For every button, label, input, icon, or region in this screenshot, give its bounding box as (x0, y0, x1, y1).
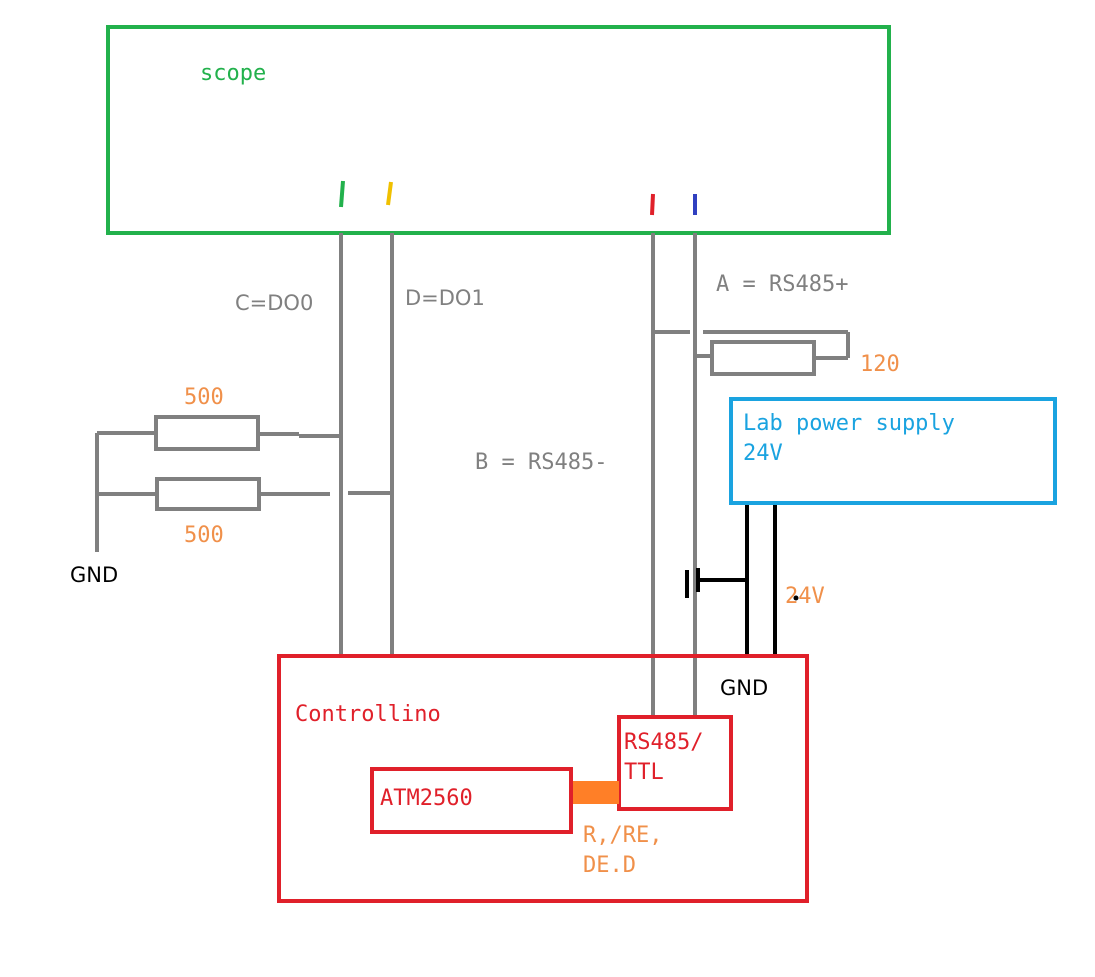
probe-yellow-mark (386, 181, 393, 206)
bus-label-line2: DE.D (583, 853, 636, 878)
termination-network (653, 330, 850, 376)
resistor-r1 (154, 415, 260, 451)
atm2560-label: ATM2560 (380, 786, 473, 811)
probe-red-mark (650, 193, 655, 216)
atm2560-box (370, 767, 573, 834)
rs485-ttl-label-line1: RS485/ (624, 730, 703, 755)
controllino-label: Controllino (295, 702, 441, 727)
resistor-termination-value: 120 (860, 352, 900, 377)
lab-power-supply-box (729, 397, 1057, 505)
wire-c-label: C=DO0 (235, 291, 313, 315)
psu-24v-label: 24V (785, 584, 825, 609)
rs485-ttl-box (617, 715, 733, 811)
psu-label-line1: Lab power supply (743, 411, 955, 436)
wire-b-label: B = RS485- (475, 450, 607, 475)
scope-box (106, 25, 891, 235)
wire-d-label: D=DO1 (405, 286, 485, 310)
rs485-ttl-label-line2: TTL (624, 760, 664, 785)
controllino-box (277, 654, 809, 903)
gnd-left-label: GND (70, 563, 118, 587)
wire-a-label: A = RS485+ (716, 272, 848, 297)
scope-label: scope (200, 61, 266, 86)
resistor-r2 (155, 477, 261, 511)
resistor-r1-value: 500 (184, 385, 224, 410)
pulldown-network (95, 415, 392, 552)
resistor-r2-value: 500 (184, 523, 224, 548)
psu-gnd-label: GND (720, 676, 768, 700)
probe-green-mark (339, 180, 345, 208)
signal-wires (339, 233, 697, 717)
resistor-termination (710, 340, 816, 376)
bus-label-line1: R,/RE, (583, 823, 662, 848)
psu-label-line2: 24V (743, 441, 783, 466)
psu-output-wires (685, 505, 799, 657)
mcu-transceiver-bus (573, 781, 619, 804)
junction-dot (793, 595, 799, 601)
